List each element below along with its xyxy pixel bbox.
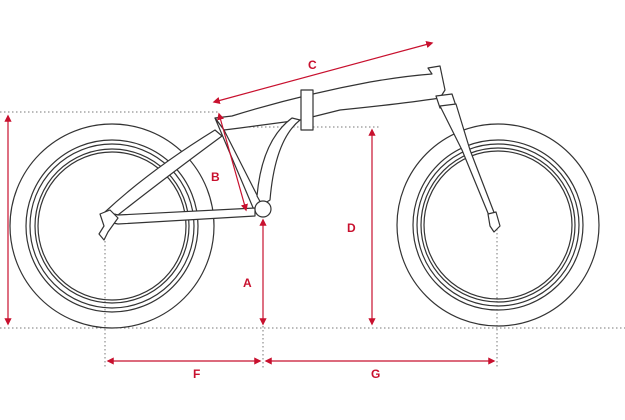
fold-hinge	[300, 89, 314, 131]
dimension-lines	[4, 41, 496, 365]
label-b: B	[211, 170, 220, 184]
label-a: A	[243, 276, 252, 290]
label-c: C	[308, 58, 317, 72]
dimension-b-line	[217, 112, 248, 212]
down-strut	[256, 117, 301, 206]
bottom-bracket	[254, 200, 272, 218]
guide-lines	[0, 111, 625, 368]
dimension-c-line	[212, 41, 434, 104]
front-wheel	[396, 123, 600, 327]
seat-tube	[214, 117, 263, 211]
rear-dropout	[98, 209, 119, 241]
bike-frame	[98, 65, 501, 241]
top-tube	[214, 65, 446, 131]
seat-stay	[104, 129, 223, 216]
chain-stay	[104, 207, 256, 225]
label-g: G	[371, 367, 380, 381]
label-f: F	[193, 367, 200, 381]
dimension-labels: A B C D F G	[193, 58, 380, 381]
rear-wheel	[9, 123, 215, 329]
label-d: D	[347, 221, 356, 235]
fork-dropout	[487, 211, 501, 233]
